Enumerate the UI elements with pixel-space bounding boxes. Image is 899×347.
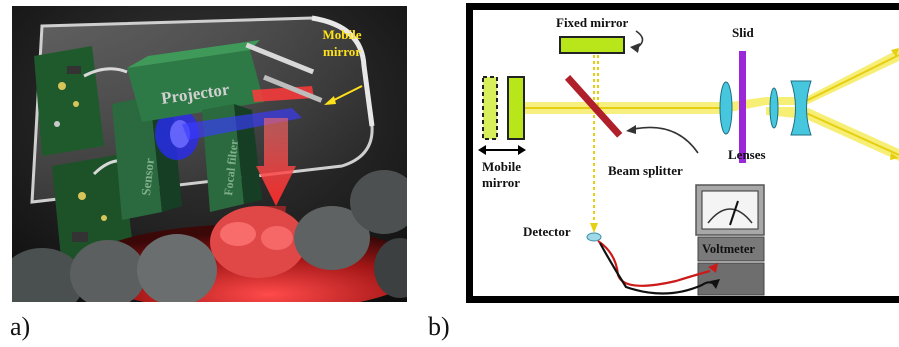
red-arrow-up [256,118,296,206]
wire-red [597,240,711,287]
circuit-board-lower [52,154,134,268]
voltmeter [695,184,765,296]
detector [586,232,602,242]
detector-beam-arrowhead [590,223,598,233]
cable-upper [83,67,128,78]
mobile-mirror-callout-line2: mirror [323,44,361,59]
label-lenses: Lenses [728,147,766,162]
housing-edge-highlight [311,15,375,127]
panel-b-interferometer: Mobile mirror Fixed mirror Beam splitter… [466,3,899,303]
label-beam-splitter: Beam splitter [608,163,683,178]
diagram-canvas [473,10,899,296]
panel-a-intraoral-scanner: Sensor Projector Focal filter Mobile mir… [0,6,426,316]
mobile-mirror [507,76,525,140]
label-fixed-mirror: Fixed mirror [556,15,629,30]
voltmeter-dial-arc [707,208,753,224]
slit [739,51,746,163]
beam-splitter [564,75,623,138]
lens-3-concave [790,80,812,136]
output-beam-upper [724,49,899,113]
focal-filter-label: Focal filter [221,138,241,196]
voltmeter-base [697,262,765,296]
voltmeter-label-plate [697,236,765,262]
mobile-mirror-plate-1 [245,42,315,75]
lens-1 [719,81,733,135]
blue-return-beam [182,108,302,140]
mobile-mirror-ghost [482,76,498,140]
label-mobile-mirror-line1: Mobile [482,159,521,174]
label-voltmeter: Voltmeter [702,242,755,256]
wire-black [599,242,713,295]
output-beam-lower [766,107,899,161]
light-beams [524,48,899,233]
beam-splitter-pointer [633,126,699,154]
interferometer-diagram: Mobile mirror Fixed mirror Beam splitter… [466,3,899,303]
callout-arrowhead [324,96,336,105]
fixed-mirror [559,36,625,54]
caption-b: b) [428,312,450,341]
label-mobile-mirror-line2: mirror [482,175,520,190]
projector-block [127,40,264,122]
label-detector: Detector [523,224,571,239]
lens-2 [769,87,779,129]
label-slid: Slid [732,25,754,40]
scanner-illustration: Sensor Projector Focal filter Mobile mir… [0,6,426,316]
voltmeter-needle [729,200,739,226]
callout-arrow-line [329,85,363,103]
teeth [0,170,426,316]
circuit-board-upper [34,46,104,156]
caption-a: a) [10,312,31,341]
mobile-mirror-callout-line1: Mobile [323,27,362,42]
mobile-mirror-plate-2 [263,74,323,103]
sensor-label: Sensor [138,157,157,196]
